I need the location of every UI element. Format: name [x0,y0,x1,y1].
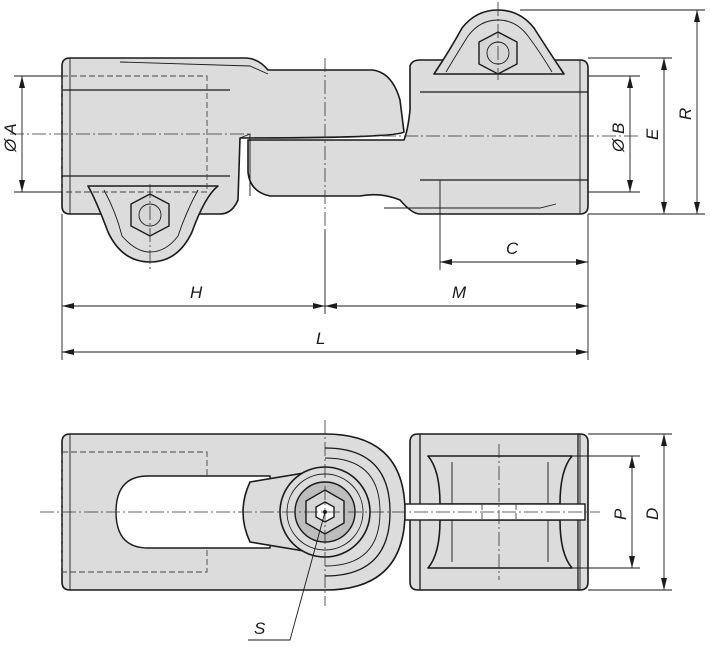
plan-jaw-upper [427,455,573,505]
dim-l-label: L [316,329,325,348]
dim-l-arrow-left [62,349,74,355]
dim-l-arrow-right [576,349,588,355]
dim-a-arrow-top [19,76,25,88]
right-slant-bottom [384,203,557,209]
bottom-nut-bore [138,203,162,227]
plan-jaw-rib-1 [451,462,549,504]
plan-view: P D S [40,420,672,641]
dim-c-label: C [506,239,519,258]
dim-s-leader [248,511,326,641]
dim-r-arrow-top [694,10,700,22]
left-clamp-body [61,57,405,215]
dim-h-arrow-right [313,303,325,309]
dim-c-arrow-left [440,259,452,265]
plan-jaw-lower [427,519,573,569]
dim-r-label: R [676,108,695,120]
plan-bolt-hidden [481,504,517,520]
dim-p-arrow-bottom [629,556,635,568]
dim-m-arrow-left [325,303,337,309]
dim-p-arrow-top [629,456,635,468]
dim-d-arrow-top [661,434,667,446]
plan-jaw-rib-2 [451,520,549,562]
dim-c-arrow-right [576,259,588,265]
plan-slot [115,475,271,549]
dim-b-arrow-bottom [627,180,633,192]
dim-d-arrow-bottom [661,578,667,590]
dim-a-arrow-bottom [19,180,25,192]
dim-s-label: S [254,619,266,638]
joint-step [239,133,251,196]
dim-b-label: Ø B [609,123,628,153]
dim-b-arrow-top [627,76,633,88]
right-clamp-body [247,59,589,215]
left-slant-top [119,61,269,75]
dim-h-label: H [190,283,203,302]
dim-m-arrow-right [576,303,588,309]
dim-m-label: M [452,283,467,302]
dim-e-arrow-bottom [661,202,667,214]
dim-p-label: P [611,508,630,520]
dim-e-arrow-top [661,58,667,70]
dim-r-arrow-bottom [694,202,700,214]
dim-d-label: D [643,508,662,520]
dim-a-label: Ø A [1,123,20,153]
side-view: Ø A Ø B E R C H M L [1,2,705,360]
plan-arc-outer [324,447,391,577]
dim-e-label: E [643,128,662,140]
dim-h-arrow-left [62,303,74,309]
